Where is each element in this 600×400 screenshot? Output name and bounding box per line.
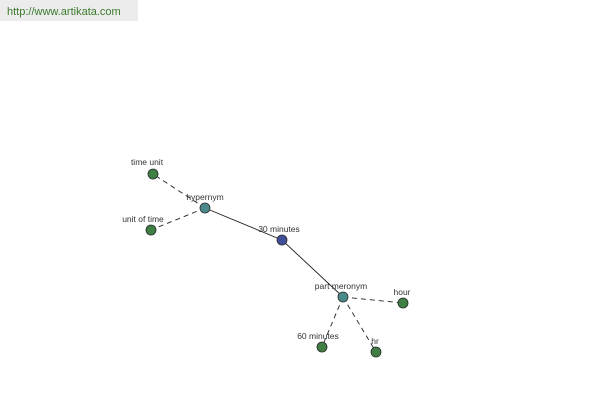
edge-part-meronym-to-hour bbox=[342, 296, 404, 304]
edge-hypernym-to-unit-of-time bbox=[150, 207, 206, 231]
node-unit-of-time[interactable]: unit of time bbox=[122, 214, 164, 236]
node-hour-marker[interactable] bbox=[397, 297, 409, 309]
node-hour-label: hour bbox=[393, 287, 410, 297]
node-hypernym[interactable]: hypernym bbox=[186, 192, 224, 214]
node-60-minutes-label: 60 minutes bbox=[297, 331, 339, 341]
node-hr[interactable]: hr bbox=[370, 336, 382, 358]
node-center[interactable]: 30 minutes bbox=[258, 224, 300, 246]
node-hour[interactable]: hour bbox=[393, 287, 411, 309]
node-time-unit[interactable]: time unit bbox=[131, 157, 164, 180]
node-hr-marker[interactable] bbox=[370, 346, 382, 358]
edge-center-to-part-meronym bbox=[281, 239, 344, 298]
node-unit-of-time-label: unit of time bbox=[122, 214, 164, 224]
edge-part-meronym-to-60-minutes bbox=[321, 296, 344, 348]
node-time-unit-marker[interactable] bbox=[147, 168, 159, 180]
node-part-meronym[interactable]: part meronym bbox=[315, 281, 367, 303]
node-part-meronym-label: part meronym bbox=[315, 281, 367, 291]
node-hypernym-marker[interactable] bbox=[199, 202, 211, 214]
graph-nodes: 30 minutes hypernym part meronym time unit u… bbox=[122, 157, 411, 358]
node-hypernym-label: hypernym bbox=[186, 192, 223, 202]
graph-edges bbox=[150, 173, 404, 353]
edge-hypernym-to-time-unit bbox=[152, 173, 206, 209]
node-time-unit-label: time unit bbox=[131, 157, 164, 167]
node-part-meronym-marker[interactable] bbox=[337, 291, 349, 303]
node-center-marker[interactable] bbox=[276, 234, 288, 246]
edge-center-to-hypernym bbox=[204, 207, 283, 241]
edge-part-meronym-to-hr bbox=[342, 296, 377, 353]
node-hr-label: hr bbox=[371, 336, 379, 346]
source-url-link[interactable]: http://www.artikata.com bbox=[0, 0, 138, 21]
node-60-minutes-marker[interactable] bbox=[316, 341, 328, 353]
node-unit-of-time-marker[interactable] bbox=[145, 224, 157, 236]
node-center-label: 30 minutes bbox=[258, 224, 300, 234]
node-60-minutes[interactable]: 60 minutes bbox=[297, 331, 339, 353]
